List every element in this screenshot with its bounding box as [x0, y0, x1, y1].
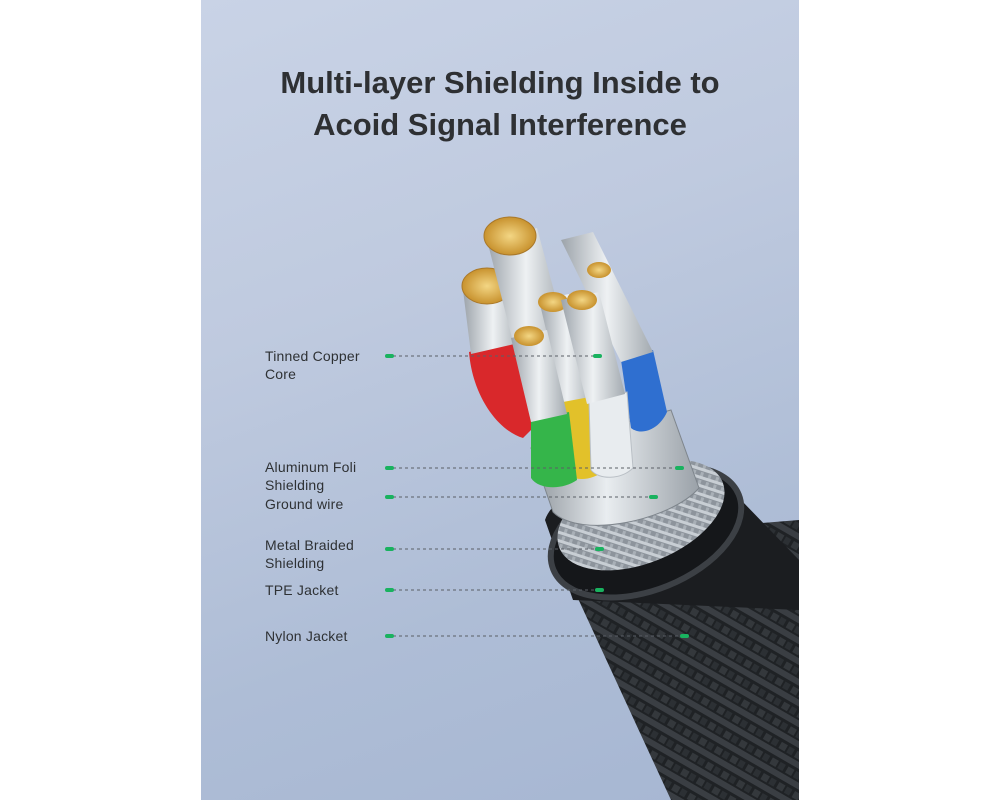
white-wire: [561, 262, 634, 478]
label-nylon-jacket: Nylon Jacket: [265, 628, 348, 644]
page-title: Multi-layer Shielding Inside to Acoid Si…: [201, 62, 799, 146]
title-line-2: Acoid Signal Interference: [313, 107, 687, 142]
title-line-1: Multi-layer Shielding Inside to: [280, 65, 720, 100]
label-tpe-jacket: TPE Jacket: [265, 582, 339, 598]
label-tinned-copper-core: Tinned Copper Core: [265, 348, 360, 382]
cable-illustration: [461, 216, 799, 800]
blue-wire: [561, 232, 667, 432]
product-panel: Multi-layer Shielding Inside to Acoid Si…: [201, 0, 799, 800]
label-metal-braided-shielding: Metal Braided Shielding: [265, 537, 354, 571]
label-aluminum-foil-shielding: Aluminum Foli Shielding: [265, 459, 357, 493]
label-ground-wire: Ground wire: [265, 496, 344, 512]
